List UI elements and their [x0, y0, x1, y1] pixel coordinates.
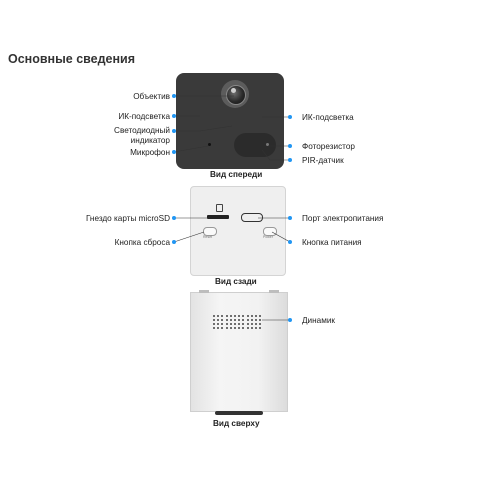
speaker-hole	[254, 327, 257, 329]
reset-button	[203, 227, 217, 236]
speaker-hole	[238, 315, 241, 317]
label-led-line2: индикатор	[130, 136, 170, 145]
speaker-hole	[246, 323, 249, 325]
speaker-hole	[242, 315, 245, 317]
speaker-hole	[259, 319, 262, 321]
label-ir-right: ИК-подсветка	[302, 113, 354, 122]
speaker-hole	[233, 327, 236, 329]
reset-tiny-label: Reset	[203, 235, 213, 239]
speaker-grille	[213, 315, 263, 329]
speaker-hole	[238, 323, 241, 325]
speaker-hole	[242, 327, 245, 329]
speaker-hole	[225, 319, 228, 321]
top-bottom-strip	[215, 411, 263, 415]
speaker-hole	[213, 327, 215, 329]
lens-glare	[231, 88, 236, 93]
speaker-hole	[259, 327, 262, 329]
top-view-caption: Вид сверху	[213, 419, 260, 428]
speaker-hole	[250, 315, 253, 317]
dot-ir-right	[288, 115, 292, 119]
speaker-hole	[259, 323, 262, 325]
dot-power-button	[288, 240, 292, 244]
label-mic: Микрофон	[130, 148, 170, 157]
speaker-hole	[242, 323, 245, 325]
label-power-button: Кнопка питания	[302, 238, 362, 247]
speaker-hole	[217, 319, 220, 321]
label-photoresistor: Фоторезистор	[302, 142, 355, 151]
speaker-hole	[259, 315, 262, 317]
speaker-hole	[213, 315, 215, 317]
label-led-line1: Светодиодный	[114, 126, 170, 135]
dot-power-port	[288, 216, 292, 220]
power-button	[263, 227, 277, 236]
label-power-port: Порт электропитания	[302, 214, 384, 223]
camera-front-view	[176, 73, 284, 169]
speaker-hole	[225, 323, 228, 325]
microphone-hole	[208, 143, 211, 146]
speaker-hole	[225, 327, 228, 329]
speaker-hole	[229, 319, 232, 321]
camera-lens	[226, 85, 246, 105]
camera-back-view: Reset Power	[190, 186, 286, 276]
speaker-hole	[233, 323, 236, 325]
speaker-hole	[250, 327, 253, 329]
label-speaker: Динамик	[302, 316, 335, 325]
speaker-hole	[225, 315, 228, 317]
speaker-hole	[229, 315, 232, 317]
dot-speaker	[288, 318, 292, 322]
speaker-hole	[246, 319, 249, 321]
camera-top-view	[190, 290, 288, 415]
speaker-hole	[254, 315, 257, 317]
label-pir: PIR-датчик	[302, 156, 344, 165]
top-tab-left	[199, 290, 209, 293]
dot-reset	[172, 240, 176, 244]
speaker-hole	[238, 319, 241, 321]
microsd-slot	[207, 215, 229, 219]
speaker-hole	[217, 315, 220, 317]
speaker-hole	[217, 327, 220, 329]
speaker-hole	[254, 319, 257, 321]
speaker-hole	[221, 319, 224, 321]
sd-card-icon	[216, 204, 223, 212]
speaker-hole	[238, 327, 241, 329]
label-ir-left: ИК-подсветка	[118, 112, 170, 121]
usb-c-port	[241, 213, 263, 222]
label-sd-slot: Гнездо карты microSD	[85, 214, 170, 223]
speaker-hole	[250, 319, 253, 321]
front-view-caption: Вид спереди	[210, 170, 263, 179]
speaker-hole	[233, 319, 236, 321]
speaker-hole	[242, 319, 245, 321]
power-tiny-label: Power	[263, 235, 273, 239]
top-tab-right	[269, 290, 279, 293]
label-lens: Объектив	[133, 92, 170, 101]
photoresistor-dot	[266, 143, 269, 146]
dot-photoresistor	[288, 144, 292, 148]
speaker-hole	[213, 319, 215, 321]
speaker-hole	[221, 323, 224, 325]
back-view-caption: Вид сзади	[215, 277, 257, 286]
speaker-hole	[250, 323, 253, 325]
speaker-hole	[246, 315, 249, 317]
speaker-hole	[221, 327, 224, 329]
speaker-hole	[217, 323, 220, 325]
speaker-hole	[221, 315, 224, 317]
speaker-hole	[246, 327, 249, 329]
dot-pir	[288, 158, 292, 162]
pir-sensor-window	[234, 133, 276, 157]
speaker-hole	[229, 327, 232, 329]
speaker-hole	[229, 323, 232, 325]
page-title: Основные сведения	[8, 52, 136, 66]
speaker-hole	[254, 323, 257, 325]
dot-sd	[172, 216, 176, 220]
label-reset: Кнопка сброса	[114, 238, 170, 247]
speaker-hole	[213, 323, 215, 325]
speaker-hole	[233, 315, 236, 317]
